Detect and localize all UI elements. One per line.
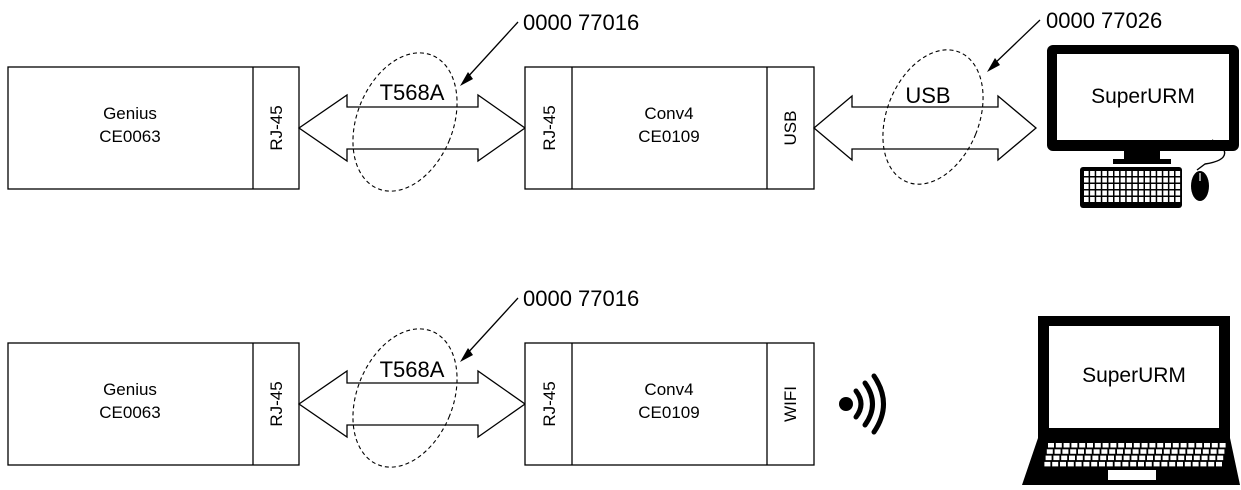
converter-code: CE0109	[638, 403, 699, 422]
converter-name: Conv4	[644, 380, 693, 399]
cable-label: T568A	[380, 80, 445, 105]
wifi-signal-icon	[839, 376, 884, 432]
genius-device: Genius CE0063 RJ-45	[8, 67, 299, 189]
desktop-computer-icon: SuperURM	[1047, 45, 1239, 208]
cable-leader-line	[465, 298, 518, 356]
converter-device: RJ-45 Conv4 CE0109 WIFI	[525, 343, 814, 465]
device-port-label: RJ-45	[267, 381, 286, 426]
cable-label: T568A	[380, 357, 445, 382]
converter-device: RJ-45 Conv4 CE0109 USB	[525, 67, 814, 189]
converter-out-port-label: USB	[781, 111, 800, 146]
usb-leader-line	[992, 20, 1040, 66]
row-wifi-setup: Genius CE0063 RJ-45 T568A 0000 77016 RJ-…	[8, 286, 1240, 485]
usb-label: USB	[905, 83, 950, 108]
converter-code: CE0109	[638, 127, 699, 146]
usb-part-number: 0000 77026	[1046, 8, 1162, 33]
device-name: Genius	[103, 104, 157, 123]
cable-part-number: 0000 77016	[523, 286, 639, 311]
device-name: Genius	[103, 380, 157, 399]
device-code: CE0063	[99, 127, 160, 146]
converter-in-port-label: RJ-45	[540, 381, 559, 426]
touchpad-icon	[1108, 470, 1156, 480]
cable-part-number: 0000 77016	[523, 10, 639, 35]
converter-out-port-label: WIFI	[781, 386, 800, 422]
genius-device: Genius CE0063 RJ-45	[8, 343, 299, 465]
row-usb-setup: Genius CE0063 RJ-45 T568A 0000 77016 RJ-…	[8, 8, 1239, 208]
laptop-computer-icon: SuperURM	[1022, 316, 1240, 485]
converter-in-port-label: RJ-45	[540, 105, 559, 150]
device-code: CE0063	[99, 403, 160, 422]
device-port-label: RJ-45	[267, 105, 286, 150]
desktop-screen-text: SuperURM	[1091, 85, 1195, 108]
converter-name: Conv4	[644, 104, 693, 123]
cable-leader-line	[465, 22, 518, 80]
laptop-screen-text: SuperURM	[1082, 364, 1186, 387]
